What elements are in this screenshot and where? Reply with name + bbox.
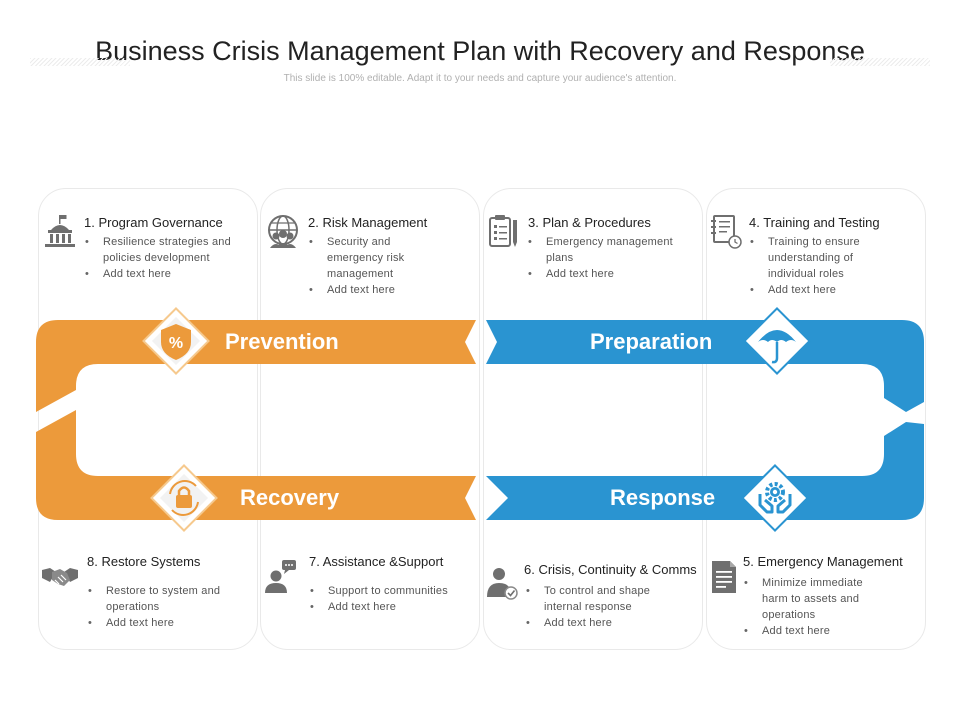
bullet-item: Minimize immediate harm to assets and op…: [744, 575, 887, 623]
item-heading: 4. Training and Testing: [749, 215, 880, 230]
item-heading: 7. Assistance &Support: [309, 554, 444, 569]
bullet-item: Add text here: [744, 623, 887, 639]
document-list-icon: [712, 561, 736, 593]
lock-refresh-icon: [169, 480, 199, 516]
column-4: [706, 188, 926, 650]
item-heading: 6. Crisis, Continuity & Comms: [524, 562, 697, 577]
bullet-item: Support to communities: [310, 583, 478, 599]
bullet-item: Add text here: [526, 615, 684, 631]
item-heading: 3. Plan & Procedures: [528, 215, 651, 230]
preparation-label: Preparation: [590, 329, 712, 354]
recovery-label: Recovery: [240, 485, 340, 510]
bullet-item: Add text here: [309, 282, 437, 298]
notebook-clock-icon: [711, 215, 742, 249]
bullet-item: Add text here: [85, 266, 259, 282]
preparation-band: [486, 320, 924, 412]
user-check-icon: [487, 568, 518, 600]
item-heading: 1. Program Governance: [84, 215, 223, 230]
response-label: Response: [610, 485, 715, 510]
column-2: [260, 188, 480, 650]
bullet-list: Support to communities Add text here: [310, 583, 478, 615]
column-1: [38, 188, 258, 650]
recovery-band: [36, 410, 476, 520]
title-hatch-right: [830, 58, 930, 66]
bullet-list: Emergency management plans Add text here: [528, 234, 686, 282]
bullet-item: Add text here: [750, 282, 883, 298]
column-3: [483, 188, 703, 650]
page-title: Business Crisis Management Plan with Rec…: [95, 36, 865, 66]
page-subtitle: This slide is 100% editable. Adapt it to…: [283, 73, 677, 84]
item-heading: 2. Risk Management: [308, 215, 428, 230]
shield-percent-icon: %: [161, 324, 191, 360]
handshake-icon: [42, 568, 78, 586]
bullet-list: Restore to system and operations Add tex…: [88, 583, 241, 631]
bullet-list: Security and emergency risk management A…: [309, 234, 437, 298]
hands-gear-icon: [758, 482, 792, 514]
prevention-label: Prevention: [225, 329, 339, 354]
government-building-icon: [45, 215, 75, 247]
response-band: [486, 422, 924, 520]
bullet-item: Security and emergency risk management: [309, 234, 437, 282]
svg-text:%: %: [169, 335, 183, 352]
bullet-list: Minimize immediate harm to assets and op…: [744, 575, 887, 639]
item-heading: 8. Restore Systems: [87, 554, 201, 569]
user-chat-icon: [265, 560, 296, 593]
title-hatch-left: [30, 58, 130, 66]
bullet-list: To control and shape internal response A…: [526, 583, 684, 631]
bullet-item: Training to ensure understanding of indi…: [750, 234, 883, 282]
bullet-item: Restore to system and operations: [88, 583, 241, 615]
umbrella-icon: [758, 330, 796, 364]
bullet-item: Add text here: [528, 266, 686, 282]
clipboard-checklist-icon: [489, 215, 517, 247]
bullet-item: Add text here: [88, 615, 241, 631]
bullet-item: To control and shape internal response: [526, 583, 684, 615]
bullet-list: Training to ensure understanding of indi…: [750, 234, 883, 298]
bullet-item: Add text here: [310, 599, 478, 615]
globe-people-icon: [268, 215, 298, 248]
item-heading: 5. Emergency Management: [743, 554, 903, 569]
bullet-item: Resilience strategies and policies devel…: [85, 234, 259, 266]
bullet-list: Resilience strategies and policies devel…: [85, 234, 259, 282]
bullet-item: Emergency management plans: [528, 234, 686, 266]
